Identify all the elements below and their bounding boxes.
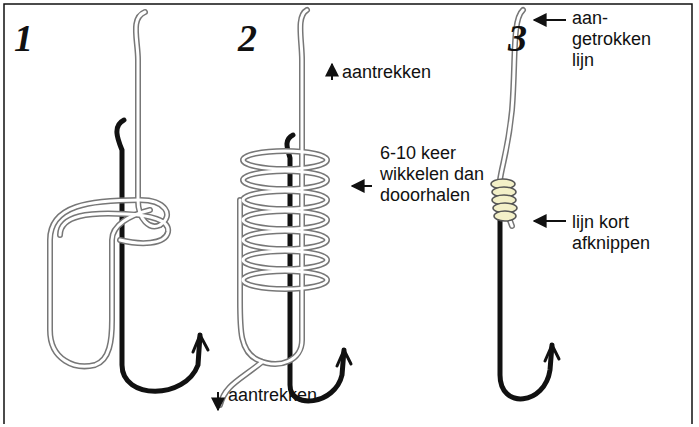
hook: [117, 120, 208, 391]
instruction-note: aantrekken: [342, 62, 462, 83]
step-number: 2: [238, 18, 278, 58]
fishing-line: [50, 12, 168, 366]
step-number: 1: [14, 18, 54, 58]
instruction-note: 6-10 keer wikkelen dan dooorhalen: [380, 143, 488, 206]
step-number: 3: [508, 18, 548, 58]
pointer-arrow: [218, 20, 566, 410]
frame: [4, 4, 692, 424]
hook: [500, 195, 559, 399]
fishing-line: [220, 10, 327, 405]
knot: [491, 179, 517, 221]
instruction-note: aan- getrokken lijn: [572, 8, 668, 71]
instruction-note: aantrekken: [228, 385, 348, 406]
instruction-note: lijn kort afknippen: [572, 212, 668, 254]
